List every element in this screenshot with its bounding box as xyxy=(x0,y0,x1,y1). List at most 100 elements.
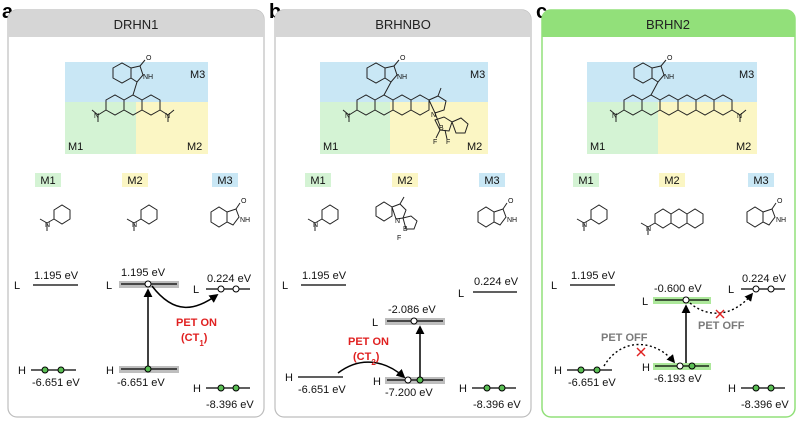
label-h-m3: H xyxy=(728,383,736,395)
label-h-m3: H xyxy=(459,383,467,395)
label-l-m3: L xyxy=(193,284,199,296)
label-h-m2: H xyxy=(106,365,114,377)
atom-f1: F xyxy=(433,139,437,146)
atom-o: O xyxy=(400,55,406,62)
panel-c: c BRHN2 M3 M1 M2 xyxy=(536,1,796,418)
region-label-m2: M2 xyxy=(736,141,751,153)
chip-m1: M1 xyxy=(310,175,325,187)
frag-f-m2: F xyxy=(397,235,401,242)
energy-m1-lumo: 1.195 eV xyxy=(302,270,347,282)
chip-m2: M2 xyxy=(397,175,412,187)
energy-diagram-b: L 1.195 eV L 0.224 eV L -2.086 eV H -6.6… xyxy=(282,270,521,411)
fragment-chips-b: M1 M2 M3 xyxy=(305,173,505,187)
frag-o-m3: O xyxy=(241,198,247,205)
energy-m2-lumo: -0.600 eV xyxy=(654,283,702,295)
energy-diagram-a: L 1.195 eV L 1.195 eV L 0.224 eV H -6.65… xyxy=(14,267,254,411)
atom-f2: F xyxy=(446,139,450,146)
panel-letter-c: c xyxy=(536,1,547,23)
atom-n-bodipy: N xyxy=(431,112,436,119)
region-label-m1: M1 xyxy=(323,141,338,153)
energy-m1-homo: -6.651 eV xyxy=(32,377,80,389)
chip-m1: M1 xyxy=(578,175,593,187)
pet-off-arrow-right xyxy=(689,292,754,314)
fragment-structures-c xyxy=(576,202,777,235)
energy-m1-homo: -6.651 eV xyxy=(298,384,346,396)
frag-nh-m3: NH xyxy=(507,217,517,224)
label-l-m2: L xyxy=(372,317,378,329)
pet-arrow-a xyxy=(151,285,219,309)
region-label-m2: M2 xyxy=(187,141,202,153)
region-label-m3: M3 xyxy=(470,69,485,81)
energy-m2-lumo: -2.086 eV xyxy=(388,304,436,316)
pet-on-label-a: PET ON xyxy=(176,317,217,329)
atom-b: B xyxy=(439,125,444,132)
label-h-m1: H xyxy=(554,365,562,377)
panel-b: b BRHNBO M3 M1 M2 xyxy=(269,1,532,418)
fragment-chips-a: M1 M2 M3 xyxy=(35,173,238,187)
energy-m1-lumo: 1.195 eV xyxy=(571,270,616,282)
energy-m3-lumo: 0.224 eV xyxy=(474,276,519,288)
region-label-m1: M1 xyxy=(68,141,83,153)
label-l-m3: L xyxy=(728,284,734,296)
frag-nh-m3: NH xyxy=(240,217,250,224)
pet-off-label-right: PET OFF xyxy=(698,320,745,332)
energy-m3-lumo: 0.224 eV xyxy=(742,273,787,285)
frag-n-m2: N xyxy=(395,218,400,225)
chip-m3: M3 xyxy=(753,175,768,187)
pet-off-label-left: PET OFF xyxy=(601,332,648,344)
atom-o: O xyxy=(146,55,152,62)
label-h-m2: H xyxy=(373,376,381,388)
fragment-chips-c: M1 M2 M3 xyxy=(573,173,774,187)
blocked-x-right xyxy=(715,309,725,319)
label-l-m1: L xyxy=(551,280,557,292)
frag-n-m2: N xyxy=(646,226,651,233)
energy-m3-homo: -8.396 eV xyxy=(473,399,521,411)
panel-a: a DRHN1 M3 M1 M2 xyxy=(2,1,265,418)
molecule-brhn2: M3 M1 M2 O NH xyxy=(587,55,757,154)
frag-o-m3: O xyxy=(508,198,514,205)
energy-m3-lumo: 0.224 eV xyxy=(207,273,252,285)
panel-a-header xyxy=(8,10,264,37)
chip-m3: M3 xyxy=(484,175,499,187)
energy-m2-homo: -6.193 eV xyxy=(654,373,702,385)
fragment-structures-a xyxy=(39,202,241,231)
panel-b-header xyxy=(275,10,531,37)
region-label-m3: M3 xyxy=(739,69,754,81)
label-l-m1: L xyxy=(282,280,288,292)
label-l-m2: L xyxy=(106,280,112,292)
blocked-x-left xyxy=(636,347,646,357)
pet-off-arrow-left xyxy=(603,343,676,367)
frag-n-m1: N xyxy=(313,222,318,229)
label-h-m2: H xyxy=(642,362,650,374)
atom-o: O xyxy=(667,55,673,62)
frag-o-m3: O xyxy=(777,198,783,205)
panel-c-header xyxy=(542,10,795,37)
energy-m2-homo: -6.651 eV xyxy=(117,377,165,389)
energy-diagram-c: L 1.195 eV L -0.600 eV L 0.224 eV H -6.6… xyxy=(551,270,789,411)
atom-n-left: N xyxy=(612,113,617,120)
region-label-m2: M2 xyxy=(467,141,482,153)
frag-n-m1: N xyxy=(582,222,587,229)
chip-m1: M1 xyxy=(40,175,55,187)
pet-arrow-b xyxy=(337,361,406,379)
label-h-m3: H xyxy=(193,383,201,395)
molecule-drhn1: M3 M1 M2 O NH N N xyxy=(65,55,208,154)
energy-m3-homo: -8.396 eV xyxy=(206,399,254,411)
molecule-brhnbo: M3 M1 M2 xyxy=(320,55,488,154)
region-label-m1: M1 xyxy=(590,141,605,153)
chip-m2: M2 xyxy=(127,175,142,187)
frag-b-m2: B xyxy=(403,226,408,233)
atom-nh: NH xyxy=(664,74,674,81)
energy-m2-homo: -7.200 eV xyxy=(385,387,433,399)
chip-m3: M3 xyxy=(217,175,232,187)
label-l-m1: L xyxy=(14,280,20,292)
chip-m2: M2 xyxy=(664,175,679,187)
region-label-m3: M3 xyxy=(190,69,205,81)
atom-n: N xyxy=(345,113,350,120)
label-l-m2: L xyxy=(642,296,648,308)
panel-c-title: BRHN2 xyxy=(646,17,690,32)
energy-m2-lumo: 1.195 eV xyxy=(121,267,166,279)
frag-n-m2: N xyxy=(132,222,137,229)
pet-on-label-b: PET ON xyxy=(348,336,389,348)
atom-n-right: N xyxy=(737,113,742,120)
